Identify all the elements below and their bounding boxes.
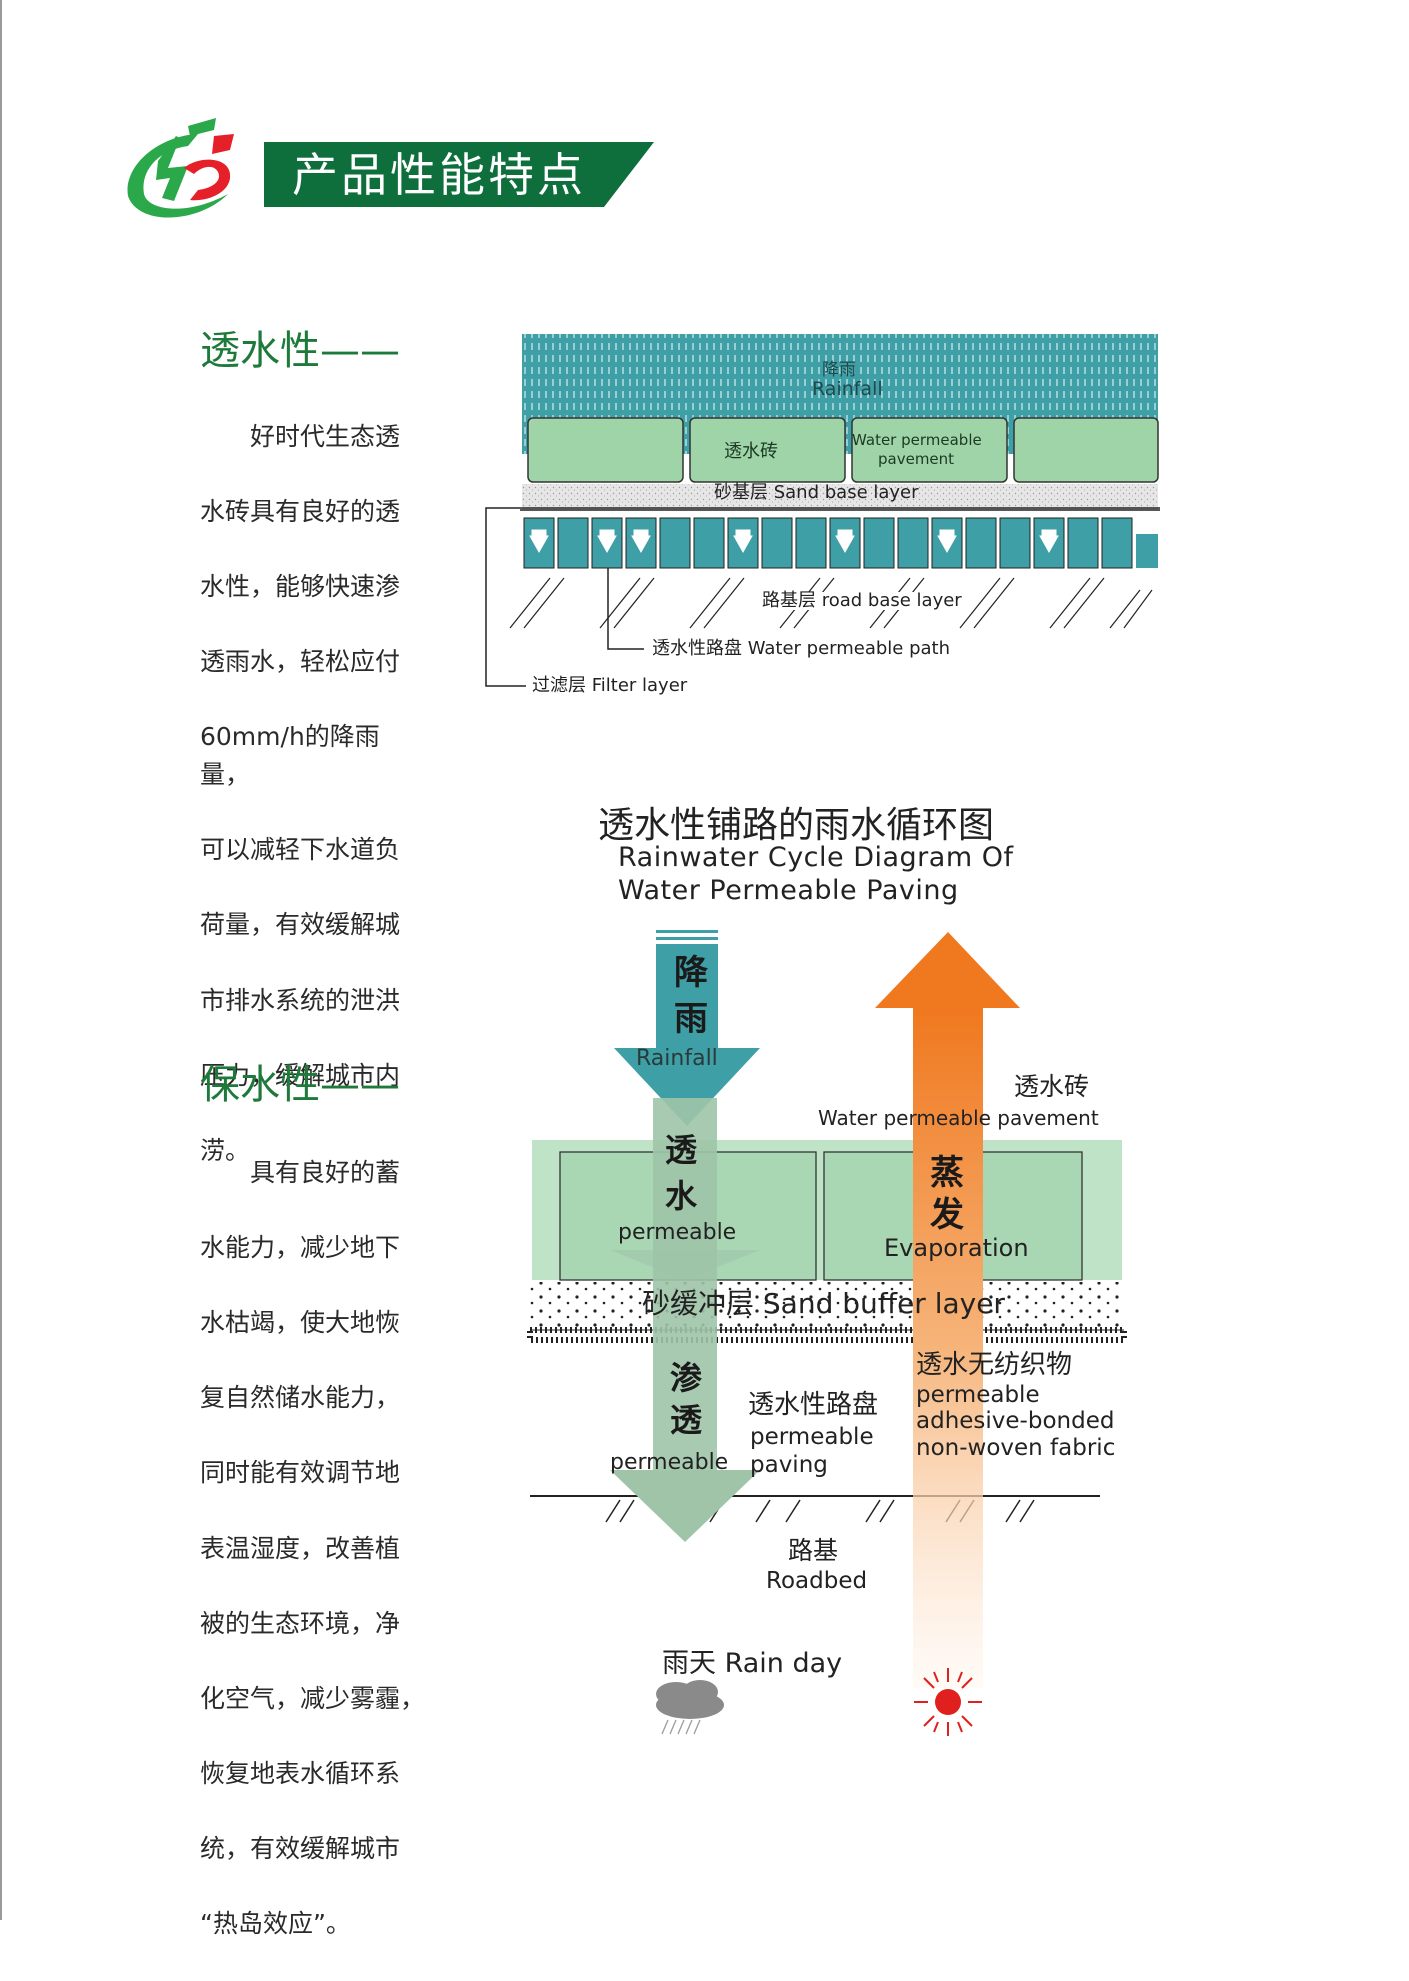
- body-line: 水能力，减少地下: [200, 1232, 401, 1262]
- section-body-retention: 具有良好的蓄 水能力，减少地下 水枯竭，使大地恢 复自然储水能力， 同时能有效调…: [200, 1116, 425, 1981]
- body-line: 好时代生态透: [200, 421, 401, 451]
- rainfall-arrow-shaft: [656, 944, 718, 1048]
- permeate-cn-char-1: 透: [665, 1131, 698, 1169]
- pavement-cross-section-diagram: [485, 334, 1160, 687]
- roadbed-en-label: Roadbed: [766, 1568, 868, 1594]
- body-line: 可以减轻下水道负: [200, 835, 401, 865]
- nonwoven-fabric-layer: [527, 1327, 1127, 1343]
- sand-base-label: 砂基层 Sand base layer: [714, 482, 919, 503]
- body-line: 透雨水，轻松应付: [200, 647, 401, 677]
- permeable-arrow-head: [610, 1470, 760, 1542]
- body-line: 荷量，有效缓解城: [200, 910, 401, 940]
- body-line: 具有良好的蓄: [200, 1157, 401, 1187]
- rainfall-arrow-head: [614, 1048, 760, 1126]
- seep-cn-char-2: 透: [670, 1401, 703, 1439]
- brick-cn-label: 透水砖: [724, 441, 778, 462]
- permeable-arrow-shaft: [653, 1098, 717, 1470]
- filter-leader-line: [485, 507, 1160, 687]
- rainwater-cycle-diagram: [527, 930, 1127, 1736]
- page-edge-line: [0, 0, 2, 1920]
- evaporation-cn-char-2: 发: [930, 1195, 964, 1235]
- roadbed-cn-label: 路基: [788, 1536, 839, 1565]
- page-title: 产品性能特点: [292, 148, 586, 202]
- fabric-cn-label: 透水无纺织物: [916, 1350, 1073, 1380]
- paver-block: [527, 417, 684, 483]
- rain-day-label: 雨天 Rain day: [662, 1648, 843, 1679]
- body-line: 恢复地表水循环系: [200, 1759, 401, 1789]
- body-line: 水性，能够快速渗: [200, 571, 401, 601]
- sand-buffer-label: 砂缓冲层 Sand buffer layer: [642, 1287, 1005, 1320]
- rain-en-label: Rainfall: [636, 1046, 718, 1071]
- down-arrow-icons: [529, 529, 1059, 554]
- cycle-diagram-title-cn: 透水性铺路的雨水循环图: [598, 805, 995, 846]
- brick-en-label-2: pavement: [878, 450, 955, 468]
- rainfall-en-label: Rainfall: [812, 378, 883, 400]
- permeable-path-label: 透水性路盘 Water permeable path: [652, 638, 951, 659]
- brick-en-label-1: Water permeable: [852, 431, 982, 449]
- body-line: 化空气，减少雾霾，: [200, 1683, 426, 1713]
- body-line: 压力，缓解城市内: [200, 1060, 401, 1090]
- paver-block: [689, 417, 846, 483]
- sand-buffer-band: [530, 1282, 1124, 1328]
- rainfall-cn-label: 降雨: [822, 360, 856, 380]
- sand-base-band: [522, 484, 1158, 510]
- seep-en-label: permeable: [610, 1450, 729, 1475]
- body-line: “热岛效应”。: [200, 1909, 351, 1939]
- fabric-en-label-2: adhesive-bonded: [916, 1408, 1115, 1434]
- paving-path-en-label-2: paving: [750, 1452, 828, 1478]
- section-title-permeability: 透水性——: [200, 328, 400, 374]
- brick-cn-label: 透水砖: [1014, 1072, 1090, 1101]
- seep-cn-char-1: 渗: [670, 1359, 703, 1397]
- paving-path-en-label-1: permeable: [750, 1424, 874, 1450]
- paver-block: [851, 417, 1008, 483]
- fabric-en-label-1: permeable: [916, 1382, 1040, 1408]
- filter-layer-label: 过滤层 Filter layer: [532, 675, 688, 696]
- fabric-en-label-3: non-woven fabric: [916, 1435, 1116, 1461]
- company-logo: [127, 118, 234, 218]
- rain-cn-char-1: 降: [674, 953, 708, 993]
- section-body-permeability: 好时代生态透 水砖具有良好的透 水性，能够快速渗 透雨水，轻松应付 60mm/h…: [200, 380, 425, 1207]
- cycle-diagram-title-en-2: Water Permeable Paving: [618, 875, 959, 906]
- permeable-path-cells: [523, 517, 1158, 569]
- body-line: 涝。: [200, 1135, 251, 1165]
- body-line: 统，有效缓解城市: [200, 1834, 401, 1864]
- body-line: 水枯竭，使大地恢: [200, 1307, 401, 1337]
- permeate-en-label: permeable: [618, 1220, 737, 1245]
- body-line: 水砖具有良好的透: [200, 496, 401, 526]
- cycle-diagram-title-en-1: Rainwater Cycle Diagram Of: [618, 842, 1014, 873]
- body-line: 复自然储水能力，: [200, 1383, 401, 1413]
- body-line: 被的生态环境，净: [200, 1608, 401, 1638]
- evaporation-arrow-head: [875, 932, 1020, 1008]
- road-base-label: 路基层 road base layer: [762, 590, 962, 611]
- evaporation-cn-char-1: 蒸: [930, 1153, 964, 1193]
- sun-icon: [914, 1668, 982, 1736]
- rain-cloud-icon: [656, 1680, 724, 1735]
- body-line: 同时能有效调节地: [200, 1458, 401, 1488]
- paving-path-cn-label: 透水性路盘: [748, 1390, 879, 1420]
- header-banner: [264, 142, 654, 207]
- evaporation-arrow-shaft: [913, 1008, 983, 1688]
- body-line: 表温湿度，改善植: [200, 1533, 401, 1563]
- rain-cn-char-2: 雨: [674, 999, 708, 1039]
- evaporation-en-label: Evaporation: [884, 1234, 1029, 1262]
- section-title-retention: 保水性——: [200, 1062, 400, 1108]
- brick-en-label: Water permeable pavement: [818, 1106, 1099, 1130]
- permeate-cn-char-2: 水: [665, 1177, 698, 1215]
- body-line: 市排水系统的泄洪: [200, 985, 401, 1015]
- paver-block: [1013, 417, 1159, 483]
- body-line: 60mm/h的降雨量，: [200, 722, 380, 789]
- path-leader-line: [607, 568, 644, 650]
